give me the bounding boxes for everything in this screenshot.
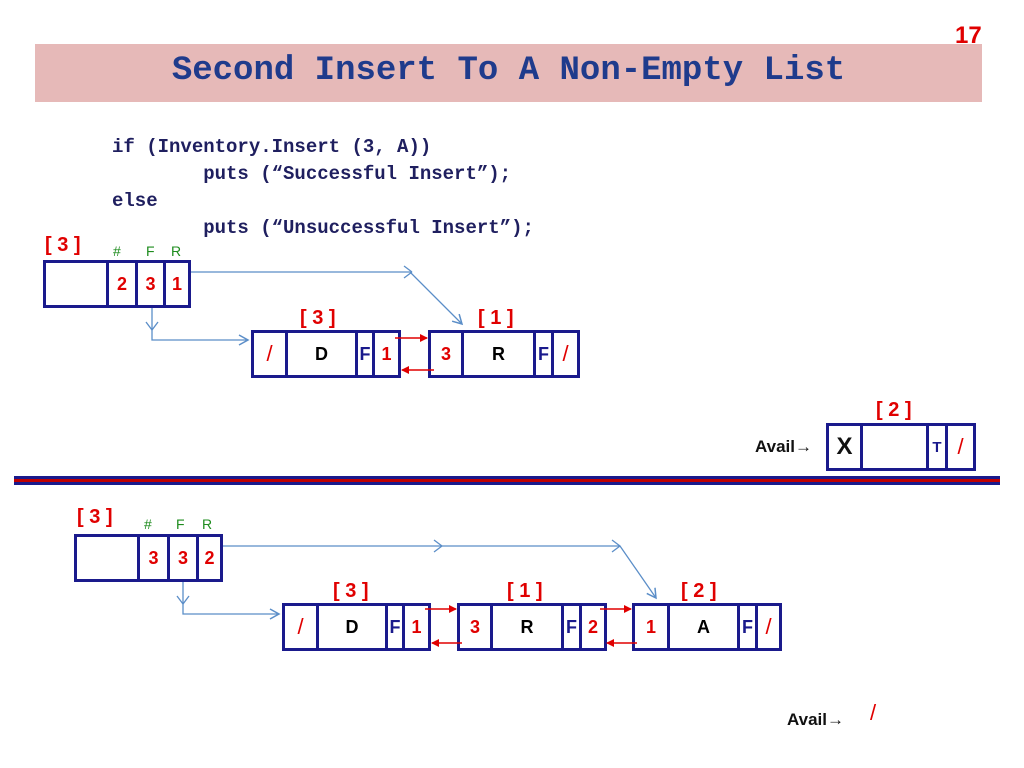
before-front-arrow [151, 308, 250, 346]
before-avail-data [860, 426, 926, 468]
after-header-col-front: F [176, 516, 185, 532]
before-node-2-prev: 3 [440, 343, 451, 364]
before-node-2-data: R [461, 333, 533, 375]
after-avail-label: Avail→ [787, 710, 845, 729]
before-header-col-front: F [146, 243, 155, 259]
before-avail-flag: T [926, 426, 945, 468]
after-node-2-flag: F [561, 606, 579, 648]
before-node-1: / D F 1 [251, 330, 401, 378]
title-band [35, 44, 982, 102]
after-node-3-prev: 1 [645, 616, 656, 637]
after-node-3-flag: F [737, 606, 755, 648]
before-front-arrow-tick [145, 321, 153, 331]
before-avail-next: / [945, 426, 973, 468]
before-node-2: 3 R F / [428, 330, 580, 378]
before-header-record: 2 3 1 [43, 260, 191, 308]
code-line-1: if (Inventory.Insert (3, A)) [112, 136, 432, 158]
after-rear-arrow-tick4 [611, 545, 621, 553]
before-node-2-flag: F [533, 333, 551, 375]
after-node-1-index: [ 3 ] [333, 580, 369, 602]
before-rear-arrow-tick [403, 265, 413, 273]
after-node-2-index: [ 1 ] [507, 580, 543, 602]
before-header-col-count: # [113, 243, 121, 259]
after-header-index: [ 3 ] [77, 506, 113, 528]
after-rear-arrow [223, 545, 657, 600]
after-rear-arrow-tick2 [433, 545, 443, 553]
before-node-1-flag: F [355, 333, 372, 375]
after-node-1-flag: F [385, 606, 402, 648]
before-header-empty-cell [46, 263, 106, 305]
before-header-count: 2 [106, 263, 135, 305]
before-rear-arrow-tick2 [403, 271, 413, 279]
after-front-arrow-tick [176, 595, 184, 605]
before-avail-prev: X [836, 433, 853, 460]
before-avail-node: X T / [826, 423, 976, 471]
code-line-3: else [112, 190, 158, 212]
before-node-1-next: 1 [372, 333, 398, 375]
after-node-2-data: R [490, 606, 561, 648]
before-avail-index: [ 2 ] [876, 399, 912, 421]
after-node-3-next: / [755, 606, 779, 648]
after-node-1: / D F 1 [282, 603, 431, 651]
before-node-1-index: [ 3 ] [300, 307, 336, 329]
before-front-arrow-tick2 [151, 321, 159, 331]
after-node-3: 1 A F / [632, 603, 782, 651]
before-header-index: [ 3 ] [45, 234, 81, 256]
after-front-arrow [182, 582, 281, 620]
code-line-4: puts (“Unsuccessful Insert”); [112, 217, 534, 239]
after-header-empty-cell [77, 537, 137, 579]
section-divider [14, 476, 1000, 485]
after-rear-arrow-tick3 [611, 539, 621, 547]
code-line-2: puts (“Successful Insert”); [112, 163, 512, 185]
after-header-col-count: # [144, 516, 152, 532]
after-node-3-data: A [667, 606, 737, 648]
before-header-rear: 1 [163, 263, 188, 305]
before-node-1-prev: / [266, 341, 273, 366]
before-avail-label: Avail→ [755, 437, 813, 456]
after-node-3-index: [ 2 ] [681, 580, 717, 602]
before-node-1-data: D [285, 333, 355, 375]
after-header-rear: 2 [196, 537, 220, 579]
after-node-2-prev: 3 [469, 616, 480, 637]
before-header-col-rear: R [171, 243, 182, 259]
after-header-record: 3 3 2 [74, 534, 223, 582]
after-node-1-prev: / [297, 614, 304, 639]
after-node-2-next: 2 [579, 606, 604, 648]
before-node-2-index: [ 1 ] [478, 307, 514, 329]
before-header-front: 3 [135, 263, 163, 305]
after-header-front: 3 [167, 537, 196, 579]
slide-title: Second Insert To A Non-Empty List [171, 52, 846, 90]
after-front-arrow-tick2 [182, 595, 190, 605]
after-node-1-next: 1 [402, 606, 428, 648]
before-node-2-next: / [551, 333, 577, 375]
after-node-2: 3 R F 2 [457, 603, 607, 651]
after-header-count: 3 [137, 537, 167, 579]
after-header-col-rear: R [202, 516, 213, 532]
after-node-1-data: D [316, 606, 385, 648]
after-rear-arrow-tick [433, 539, 443, 547]
after-avail-null: / [870, 700, 877, 725]
